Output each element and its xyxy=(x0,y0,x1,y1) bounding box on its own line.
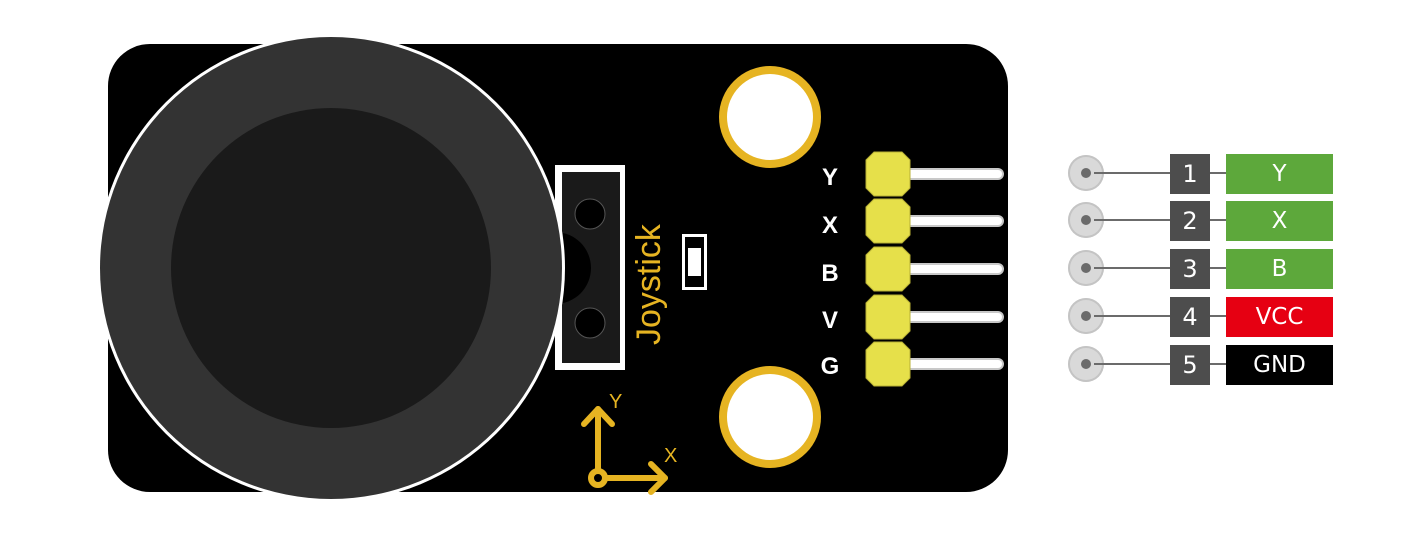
header-pin-4 xyxy=(865,294,1004,340)
header-pin-5 xyxy=(865,341,1004,387)
axis-y-label: Y xyxy=(609,391,622,413)
pin-signal-label: GND xyxy=(1226,345,1333,385)
header-pin-2 xyxy=(865,198,1004,244)
pin-signal-label: VCC xyxy=(1226,297,1333,337)
pin-leader-line xyxy=(1094,315,1238,317)
pinout-row-3: 3 B xyxy=(1068,249,1334,289)
pin-number: 1 xyxy=(1170,154,1210,194)
pin-leader-line xyxy=(1094,219,1238,221)
pin-number: 5 xyxy=(1170,345,1210,385)
pinout-row-2: 2 X xyxy=(1068,201,1334,241)
pin-number: 3 xyxy=(1170,249,1210,289)
axis-indicator xyxy=(581,406,668,495)
header-label-g: G xyxy=(821,353,840,380)
mounting-hole-top xyxy=(719,66,821,168)
header-pin-3 xyxy=(865,246,1004,292)
pin-number: 4 xyxy=(1170,297,1210,337)
pinout-row-1: 1 Y xyxy=(1068,154,1334,194)
header-label-b: B xyxy=(821,260,838,287)
pin-number: 2 xyxy=(1170,201,1210,241)
header-label-x: X xyxy=(822,212,838,239)
pin-leader-line xyxy=(1094,267,1238,269)
axis-x-label: X xyxy=(664,445,677,467)
pin-leader-line xyxy=(1094,363,1238,365)
header-label-y: Y xyxy=(822,164,838,191)
pin-signal-label: Y xyxy=(1226,154,1333,194)
header-pin-1 xyxy=(865,151,1004,197)
pinout-row-4: 4 VCC xyxy=(1068,297,1334,337)
pin-leader-line xyxy=(1094,172,1238,174)
board-name-label: Joystick xyxy=(630,223,668,345)
header-label-v: V xyxy=(822,307,838,334)
pin-signal-label: B xyxy=(1226,249,1333,289)
pinout-row-5: 5 GND xyxy=(1068,345,1334,385)
mounting-hole-bottom xyxy=(719,366,821,468)
joystick-knob xyxy=(97,34,565,502)
pin-signal-label: X xyxy=(1226,201,1333,241)
status-led xyxy=(682,234,707,290)
